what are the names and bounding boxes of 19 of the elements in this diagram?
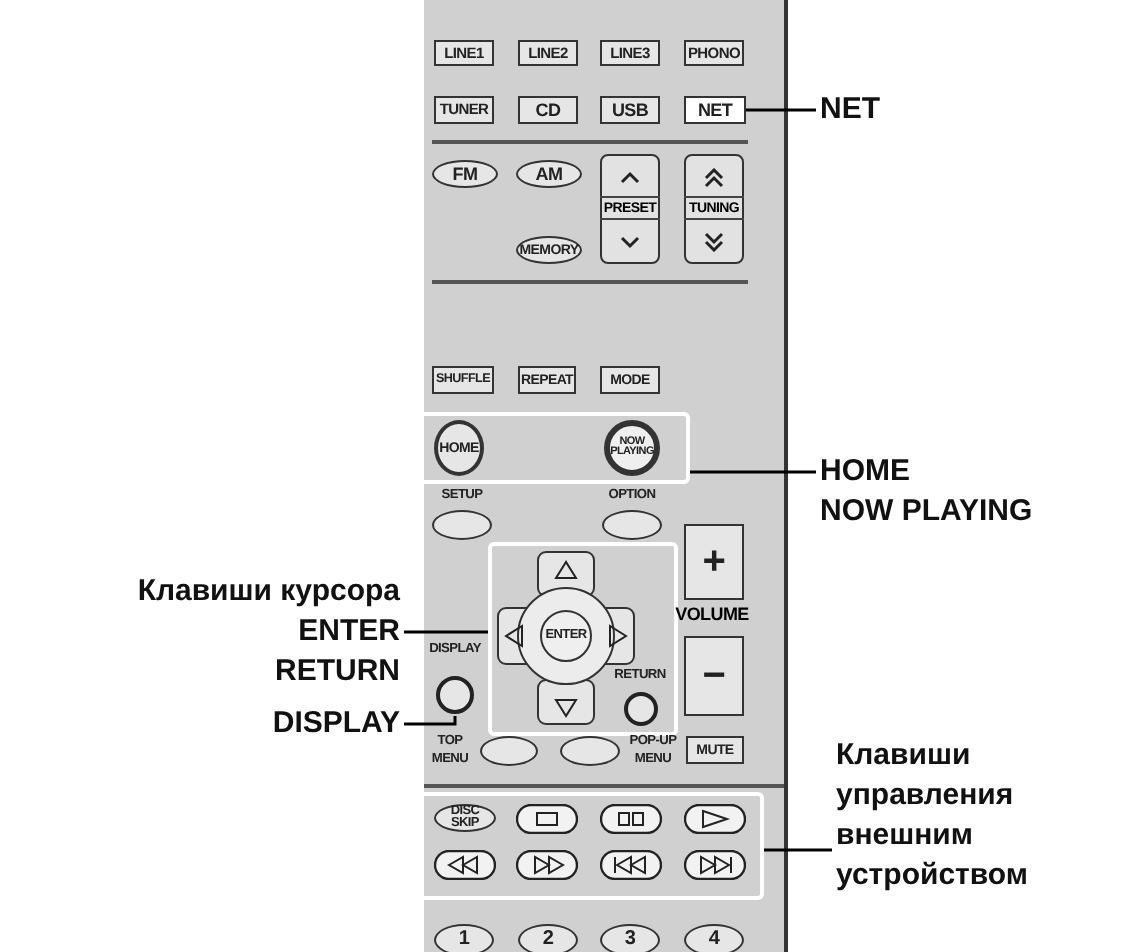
leader-line xyxy=(764,848,832,852)
leader-line xyxy=(746,108,816,112)
callout-label: Клавиши управления внешним устройством xyxy=(836,736,1116,904)
text-label: VOLUME xyxy=(673,604,751,628)
callout-label: DISPLAY xyxy=(200,704,400,744)
remote-button: USB xyxy=(600,96,660,124)
callout-label: HOME NOW PLAYING xyxy=(820,452,1120,536)
remote-button: + xyxy=(684,524,744,600)
remote-button: − xyxy=(684,636,744,716)
remote-button: NET xyxy=(684,96,746,124)
leader-line xyxy=(690,470,816,474)
callout-label: Клавиши курсора ENTER RETURN xyxy=(100,572,400,692)
leader-line xyxy=(404,630,488,634)
rocker-button xyxy=(600,154,660,264)
remote-button: CD xyxy=(518,96,578,124)
rocker-button xyxy=(684,154,744,264)
callout-label: NET xyxy=(820,90,940,130)
leader-line xyxy=(404,716,457,726)
highlight-frame xyxy=(488,542,678,736)
